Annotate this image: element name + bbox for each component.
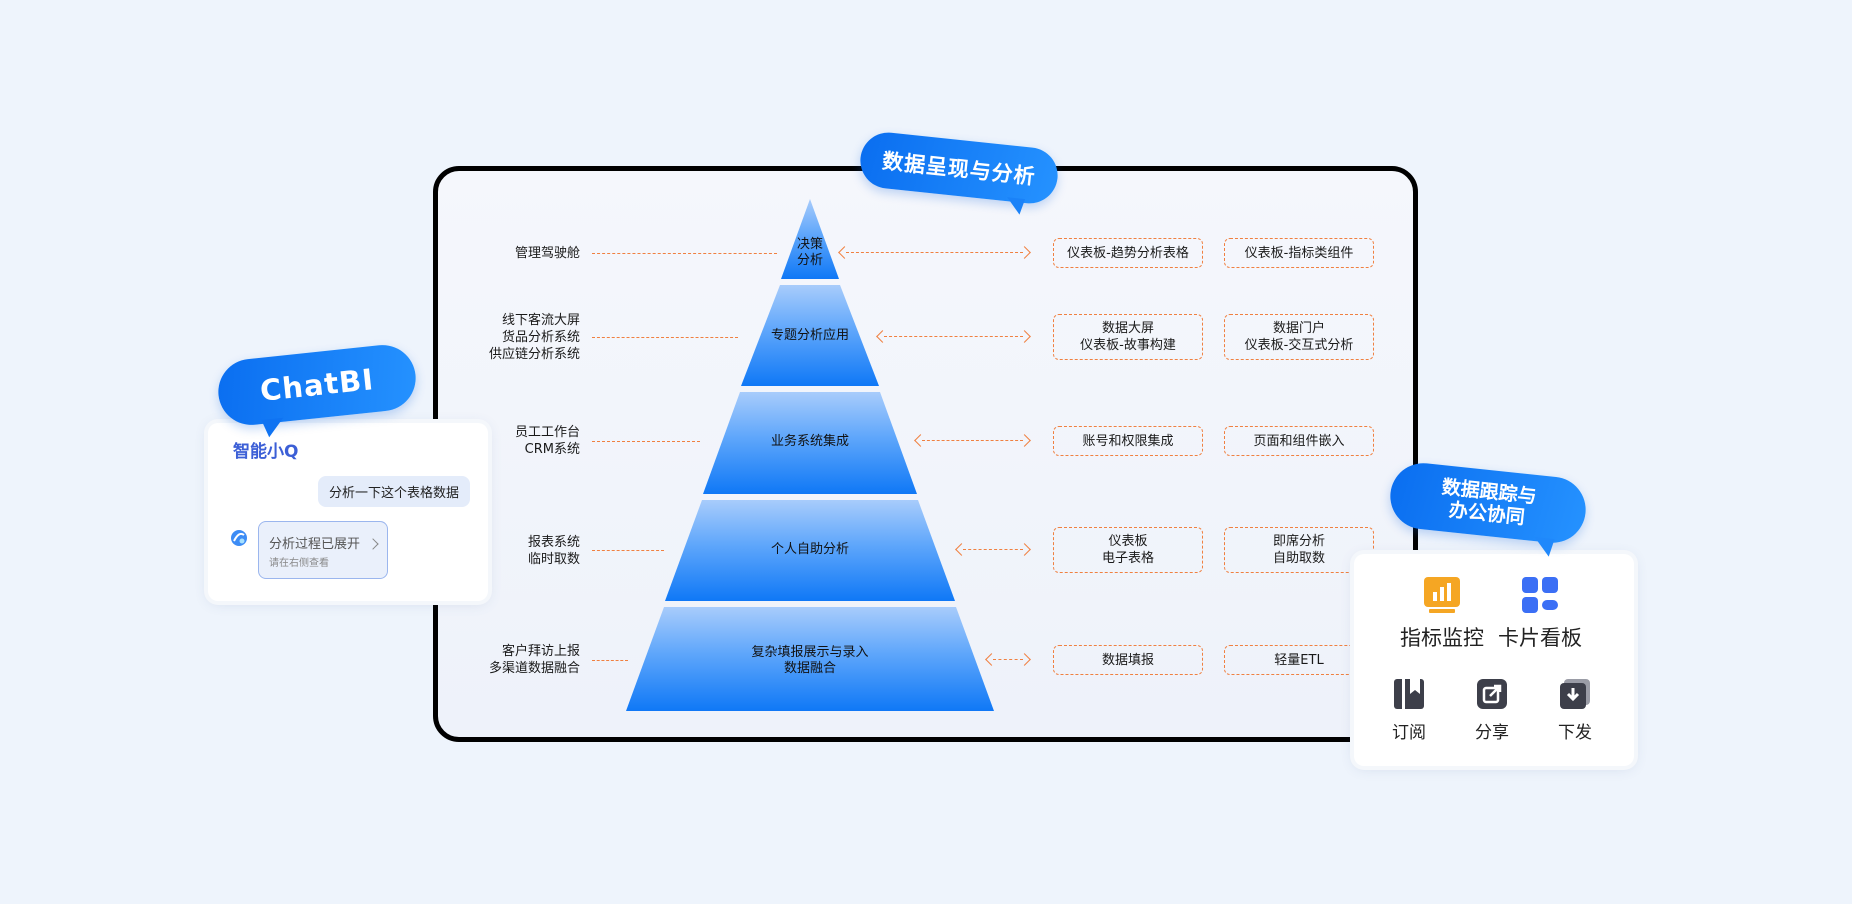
pyramid-layer-3 [703,392,917,494]
metric-monitor-item[interactable]: 指标监控 [1400,576,1484,652]
pyramid-label-decision: 决策分析 [796,237,824,268]
analysis-result-button[interactable]: 分析过程已展开 请在右侧查看 [258,521,388,579]
left-label-row-1: 管理驾驶舱 [514,246,580,261]
share-icon [1477,679,1507,709]
right-arrow-4 [955,543,1031,556]
user-message: 分析一下这个表格数据 [317,476,470,507]
left-label-row-4: 报表系统临时取数 [527,535,580,567]
assistant-avatar-icon [231,530,247,546]
chevron-right-icon [367,538,379,550]
pyramid-layer-4 [665,500,955,601]
assistant-name: 智能小Q [233,442,299,462]
card-board-item[interactable]: 卡片看板 [1498,576,1582,652]
bookmark-icon [1394,679,1424,709]
left-connector-5 [592,660,628,661]
left-label-row-5: 客户拜访上报多渠道数据融合 [488,644,580,676]
tag-dashboard-spreadsheet: 仪表板电子表格 [1053,527,1203,573]
pyramid-label-reporting: 复杂填报展示与录入数据融合 [751,645,869,676]
right-arrow-5 [985,653,1031,666]
pyramid-layer-1 [781,199,839,279]
tag-metric-components: 仪表板-指标类组件 [1224,238,1374,268]
tracking-card: 指标监控 卡片看板 订阅 分享 下发 [1354,554,1634,766]
tag-data-fill: 数据填报 [1053,645,1203,675]
right-arrow-1 [838,246,1031,259]
pyramid-layer-2 [741,285,879,386]
distribute-item[interactable]: 下发 [1558,678,1592,743]
tag-light-etl: 轻量ETL [1224,645,1374,675]
tag-data-screen: 数据大屏仪表板-故事构建 [1053,314,1203,360]
chatbi-card: 智能小Q 分析一下这个表格数据 分析过程已展开 请在右侧查看 [208,423,488,601]
pyramid-label-integration: 业务系统集成 [770,434,850,449]
tag-adhoc-analysis: 即席分析自助取数 [1224,527,1374,573]
left-label-row-2: 线下客流大屏货品分析系统供应链分析系统 [488,313,580,362]
left-connector-3 [592,441,700,442]
tag-trend-table: 仪表板-趋势分析表格 [1053,238,1203,268]
left-connector-4 [592,550,664,551]
left-connector-1 [592,253,777,254]
tag-data-portal: 数据门户仪表板-交互式分析 [1224,314,1374,360]
left-connector-2 [592,337,738,338]
tag-account-permission: 账号和权限集成 [1053,426,1203,456]
bar-chart-icon [1424,577,1460,613]
pyramid-label-topic: 专题分析应用 [770,328,850,343]
pyramid-layer-5 [626,607,994,711]
subscribe-item[interactable]: 订阅 [1392,678,1426,743]
share-item[interactable]: 分享 [1475,678,1509,743]
right-arrow-2 [876,330,1031,343]
grid-card-icon [1522,577,1558,613]
pyramid-label-self-service: 个人自助分析 [770,542,850,557]
download-icon [1560,679,1590,709]
right-arrow-3 [914,434,1031,447]
tag-page-embed: 页面和组件嵌入 [1224,426,1374,456]
